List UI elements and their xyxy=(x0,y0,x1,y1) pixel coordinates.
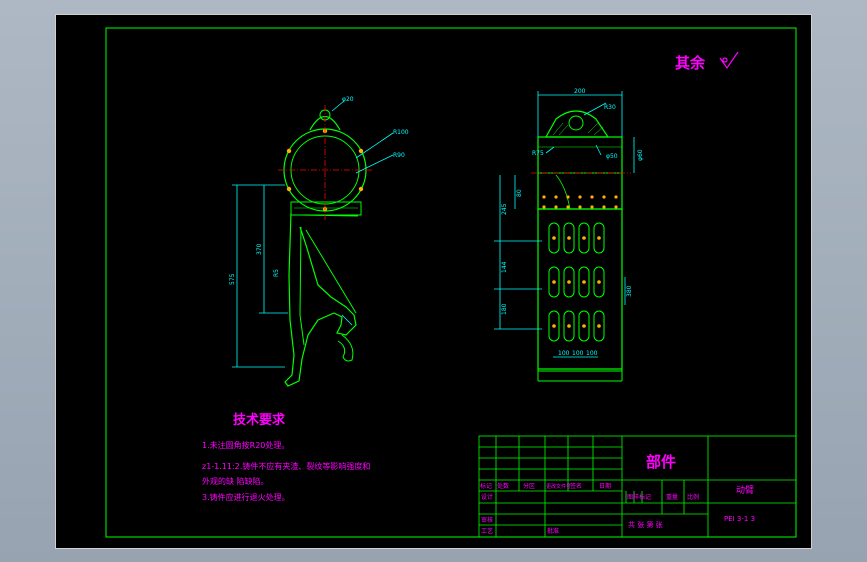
drawing-border xyxy=(105,27,797,538)
slot xyxy=(548,222,560,254)
bolt-hole xyxy=(578,195,582,199)
dim-245: 245 xyxy=(501,203,508,215)
tech-line-3: 外观的缺 陷缺陷。 xyxy=(202,476,269,486)
slot-hole xyxy=(567,324,571,328)
slot xyxy=(578,222,590,254)
slot-hole xyxy=(597,324,601,328)
stage-label: 图样标记 xyxy=(627,493,651,501)
header-sign: 签名 xyxy=(570,482,582,490)
slot xyxy=(593,310,605,342)
dim-phi60: φ60 xyxy=(637,149,644,161)
row-design: 设计 xyxy=(481,493,493,501)
drawing-name: 动臂 xyxy=(736,484,754,496)
bolt-hole xyxy=(566,205,570,209)
bolt-hole xyxy=(554,195,558,199)
header-zone: 分区 xyxy=(523,482,535,490)
dim-200: 200 xyxy=(574,88,586,95)
slot xyxy=(548,266,560,298)
dim-r90: R90 xyxy=(393,152,405,159)
bolt-hole xyxy=(590,195,594,199)
scale-label: 比例 xyxy=(687,493,699,501)
slot-hole xyxy=(597,280,601,284)
header-date: 日期 xyxy=(599,482,611,490)
dim-575: 575 xyxy=(229,273,236,285)
roughness-note: 其余 xyxy=(675,54,706,72)
bolt-hole xyxy=(566,195,570,199)
row-process: 工艺 xyxy=(481,527,493,535)
bolt-hole xyxy=(614,205,618,209)
dim-100-c: 100 xyxy=(586,350,598,357)
dim-r5: R5 xyxy=(273,269,280,277)
bolt-hole xyxy=(542,205,546,209)
slot-hole xyxy=(567,280,571,284)
slot-hole xyxy=(582,324,586,328)
row-review: 审核 xyxy=(481,516,493,524)
slot xyxy=(578,310,590,342)
front-view: 200 R30 R75 φ50 φ60 80 245 144 180 380 1… xyxy=(494,88,644,382)
tech-requirements: 技术要求 1.未注圆角按R20处理。 z1-1.11:2.铸件不应有夹渣、裂纹等… xyxy=(202,412,370,502)
weight-label: 重量 xyxy=(666,493,678,501)
slot-hole xyxy=(552,324,556,328)
bolt-hole xyxy=(602,205,606,209)
bolt-hole xyxy=(602,195,606,199)
slot-hole xyxy=(582,280,586,284)
row-approve: 批准 xyxy=(547,527,559,535)
cad-drawing: 其余 xyxy=(105,27,797,538)
header-count: 处数 xyxy=(497,482,509,490)
slot xyxy=(548,310,560,342)
slot xyxy=(563,266,575,298)
tech-line-1: 1.未注圆角按R20处理。 xyxy=(202,440,289,450)
slot xyxy=(563,222,575,254)
slot-hole xyxy=(582,236,586,240)
dim-80: 80 xyxy=(516,189,523,197)
slot xyxy=(593,266,605,298)
sheet-label: 共 张 第 张 xyxy=(628,520,663,529)
dim-100-a: 100 xyxy=(558,350,570,357)
dim-r75: R75 xyxy=(532,150,544,157)
slot-hole xyxy=(597,236,601,240)
slot xyxy=(578,266,590,298)
dim-phi20: φ20 xyxy=(342,96,354,103)
bolt-hole xyxy=(614,195,618,199)
slot xyxy=(563,310,575,342)
dim-100-b: 100 xyxy=(572,350,584,357)
dim-phi50: φ50 xyxy=(606,153,618,160)
slot-hole xyxy=(552,236,556,240)
slot xyxy=(593,222,605,254)
tech-line-4: 3.铸件应进行退火处理。 xyxy=(202,492,290,502)
bolt-hole xyxy=(542,195,546,199)
bolt-hole xyxy=(554,205,558,209)
bolt-hole xyxy=(578,205,582,209)
bolt-hole xyxy=(590,205,594,209)
slot-hole xyxy=(552,280,556,284)
slot-hole xyxy=(567,236,571,240)
dim-r100: R100 xyxy=(393,129,409,136)
dim-180: 180 xyxy=(501,303,508,315)
dim-144: 144 xyxy=(501,261,508,273)
title-block xyxy=(478,435,797,538)
dim-380: 380 xyxy=(626,285,633,297)
tech-title: 技术要求 xyxy=(233,412,286,428)
part-label: 部件 xyxy=(646,453,676,471)
header-mark: 标记 xyxy=(480,482,492,490)
drawing-viewport[interactable]: 其余 xyxy=(55,14,812,549)
dim-r30: R30 xyxy=(604,104,616,111)
roughness-symbol-icon xyxy=(719,51,739,70)
header-change-doc: 更改文件号 xyxy=(546,483,571,490)
drawing-number: PEI 3-1 3 xyxy=(724,515,755,523)
tech-line-2: z1-1.11:2.铸件不应有夹渣、裂纹等影响强度和 xyxy=(202,461,370,471)
side-view: φ20 R100 R90 575 370 R5 xyxy=(229,96,409,387)
dim-370: 370 xyxy=(256,243,263,255)
